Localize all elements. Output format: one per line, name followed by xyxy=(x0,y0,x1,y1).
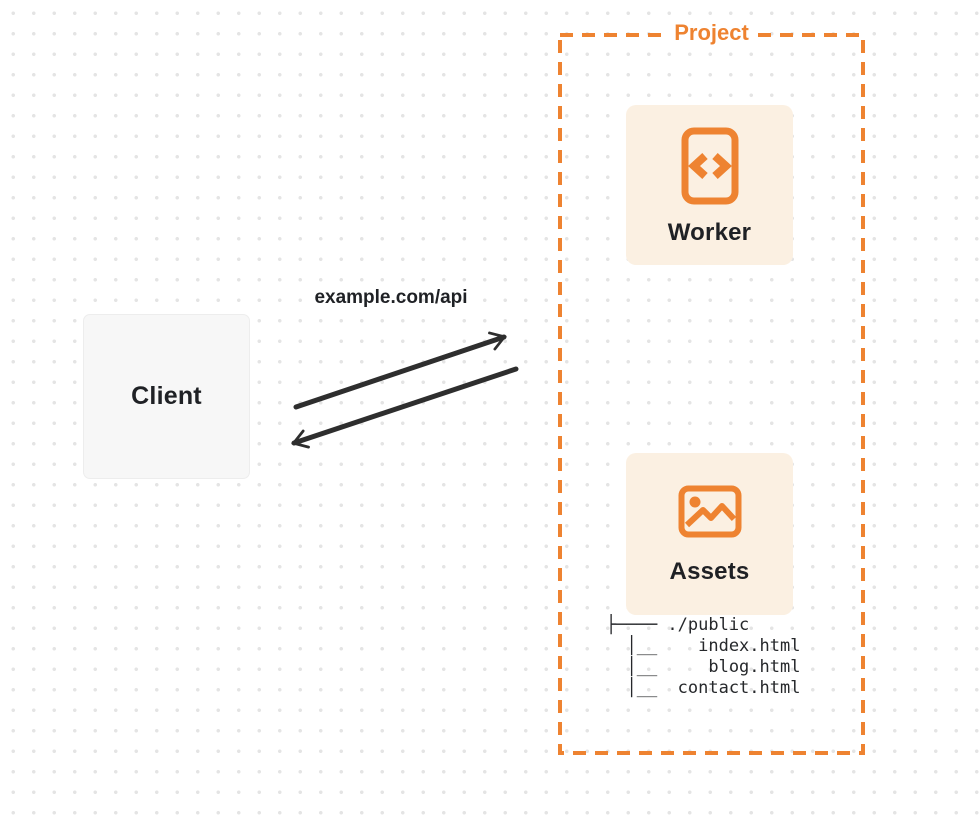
tree-line-index: │__ index.html xyxy=(606,636,801,656)
tree-line-blog: │__ blog.html xyxy=(606,657,801,677)
image-icon xyxy=(678,485,741,538)
code-document-icon xyxy=(681,127,738,205)
client-node: Client xyxy=(83,314,250,479)
response-arrow xyxy=(291,366,519,449)
worker-label: Worker xyxy=(667,219,752,246)
project-group: Project Worker Assets ├──── ./public │__… xyxy=(558,18,865,755)
request-arrow xyxy=(293,331,507,410)
project-dashed-border xyxy=(558,33,865,755)
tree-line-contact: │__ contact.html xyxy=(606,678,801,698)
project-label: Project xyxy=(665,18,758,48)
client-label: Client xyxy=(131,382,202,410)
worker-node: Worker xyxy=(626,105,793,265)
assets-file-tree: ├──── ./public │__ index.html │__ blog.h… xyxy=(606,615,800,699)
assets-label: Assets xyxy=(669,558,750,585)
tree-line-public: ├──── ./public xyxy=(606,615,750,635)
request-url-label: example.com/api xyxy=(314,287,468,308)
assets-node: Assets xyxy=(626,453,793,615)
